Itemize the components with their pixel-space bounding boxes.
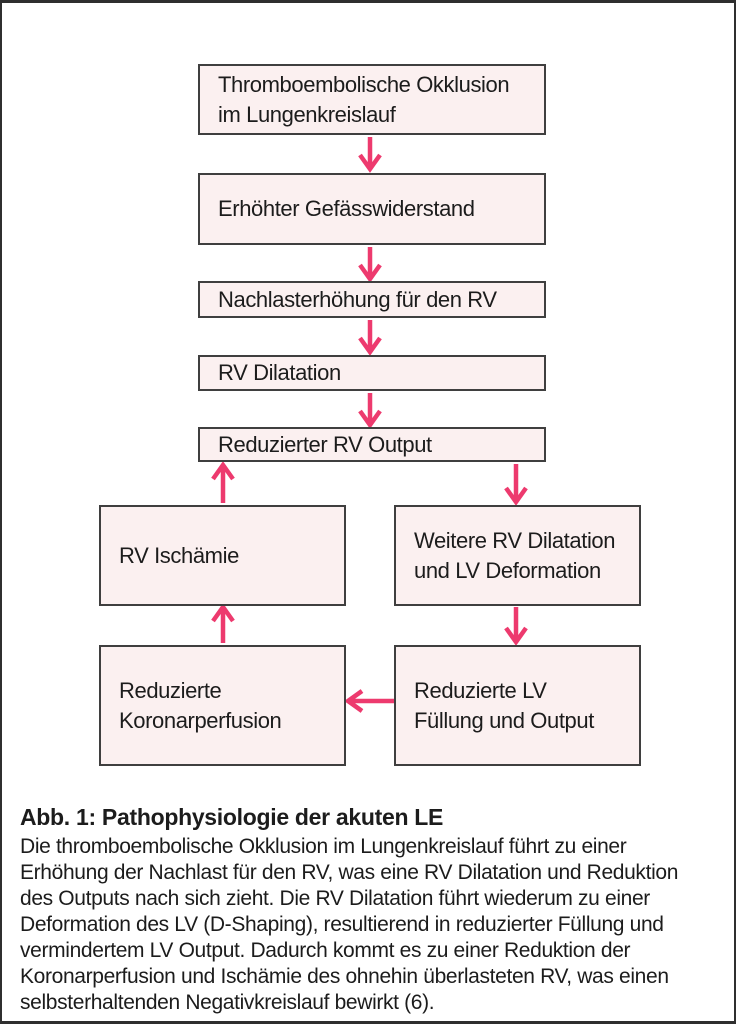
flow-box-nachlasterhoehung: Nachlasterhöhung für den RV (198, 281, 546, 318)
flow-box-label: Erhöhter Gefässwiderstand (218, 196, 475, 222)
arrow-dilatation-to-output (358, 393, 382, 429)
figure-caption: Abb. 1: Pathophysiologie der akuten LE D… (20, 804, 724, 1016)
arrow-koronarperfusion-to-ischaemie (211, 603, 235, 643)
flow-box-thromboembolische-okklusion: Thromboembolische Okklusion im Lungenkre… (198, 64, 546, 135)
flow-box-reduzierter-rv-output: Reduzierter RV Output (198, 427, 546, 462)
flow-box-label: RV Ischämie (119, 542, 239, 568)
flow-box-label: Reduzierte LV Füllung und Output (414, 678, 594, 733)
arrow-output-to-weitere-dilatation (504, 464, 528, 506)
arrow-ischaemie-to-output (211, 461, 235, 503)
flow-box-rv-dilatation: RV Dilatation (198, 355, 546, 391)
arrow-weitere-dilatation-to-fuellung (504, 607, 528, 646)
figure-caption-body: Die thromboembolische Okklusion im Lunge… (20, 835, 679, 1014)
arrow-occlusion-to-widerstand (358, 137, 382, 173)
flow-box-label: Weitere RV Dilatation und LV Deformation (414, 528, 616, 583)
flow-box-rv-ischaemie: RV Ischämie (99, 505, 346, 606)
flow-box-reduzierte-koronarperfusion: Reduzierte Koronarperfusion (99, 645, 346, 766)
flow-box-label: RV Dilatation (218, 360, 341, 386)
flow-box-label: Nachlasterhöhung für den RV (218, 286, 497, 312)
flow-box-erhoehter-gefaesswiderstand: Erhöhter Gefässwiderstand (198, 173, 546, 245)
arrow-nachlast-to-dilatation (358, 320, 382, 356)
arrow-widerstand-to-nachlast (358, 247, 382, 283)
flow-box-weitere-rv-dilatation: Weitere RV Dilatation und LV Deformation (394, 505, 641, 606)
flow-box-reduzierte-lv-fuellung: Reduzierte LV Füllung und Output (394, 645, 641, 766)
arrow-fuellung-to-koronarperfusion (344, 689, 394, 713)
flow-box-label: Reduzierter RV Output (218, 431, 432, 457)
flow-box-label: Reduzierte Koronarperfusion (119, 678, 282, 733)
flow-box-label: Thromboembolische Okklusion im Lungenkre… (218, 72, 510, 127)
figure-caption-title: Abb. 1: Pathophysiologie der akuten LE (20, 804, 444, 830)
